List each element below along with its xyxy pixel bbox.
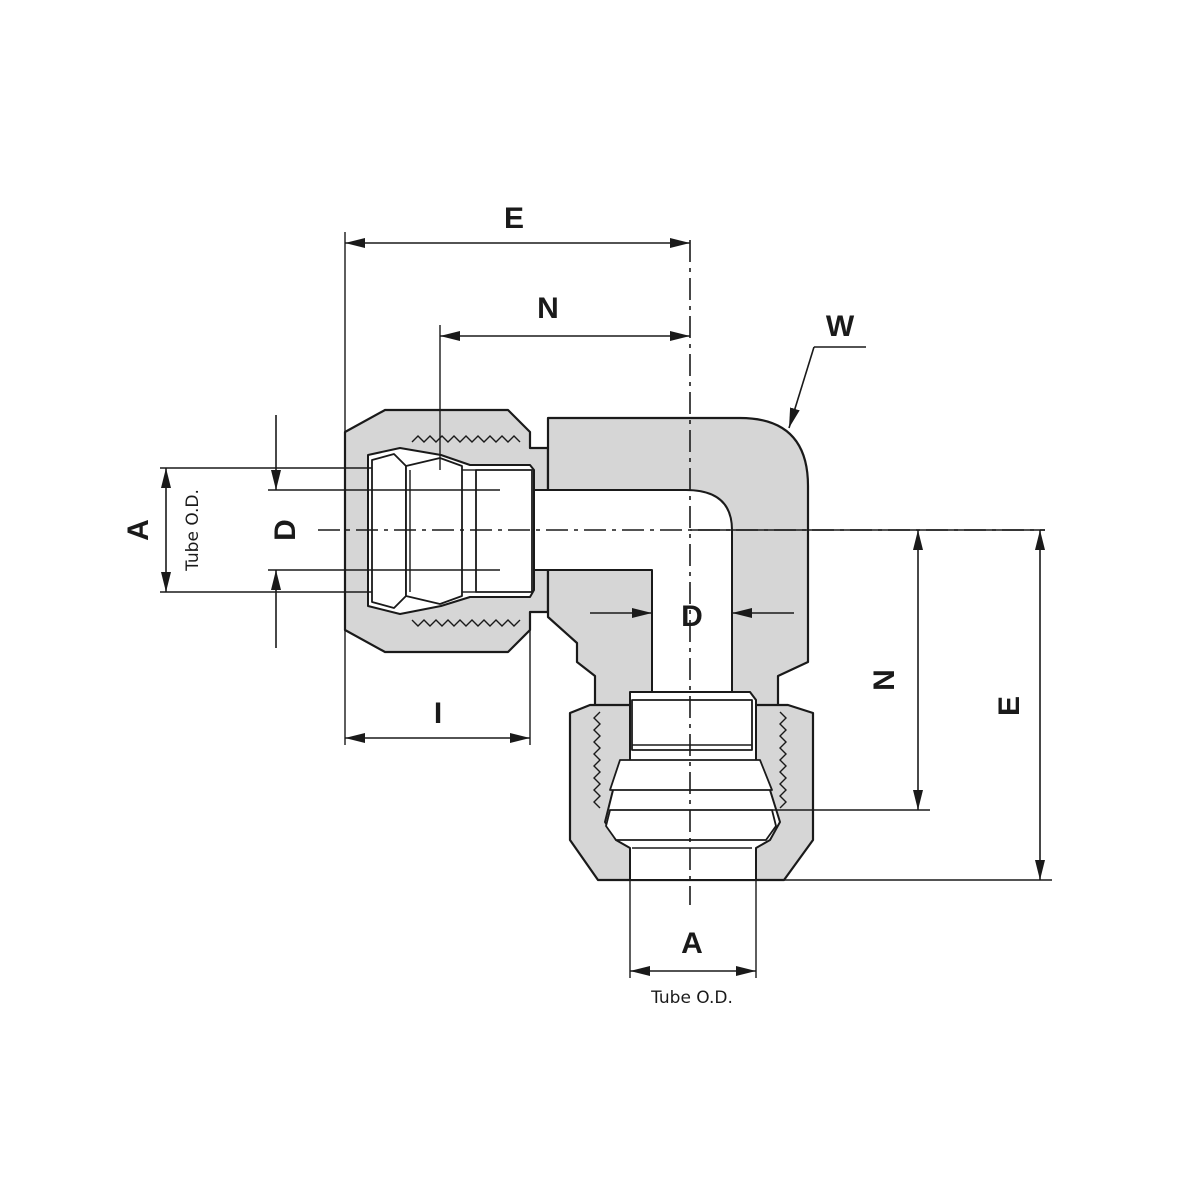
label-d-left: D: [269, 519, 302, 541]
label-n-right: N: [868, 669, 901, 691]
label-a-bottom: A: [681, 927, 703, 960]
label-tube-od-bottom: Tube O.D.: [650, 988, 733, 1008]
labels: E N W A Tube O.D. D D N E I A Tube O.D.: [122, 202, 1026, 1008]
label-e-top: E: [504, 202, 524, 235]
label-d-center: D: [681, 600, 703, 633]
bottom-right-thread: [779, 711, 787, 809]
bottom-front-ferrule: [609, 759, 773, 791]
bottom-tube-end: [631, 699, 753, 751]
left-back-ferrule: [371, 453, 407, 609]
bottom-left-thread: [593, 711, 601, 809]
label-a-left: A: [122, 519, 155, 541]
left-bottom-thread: [411, 619, 521, 627]
label-n-top: N: [537, 292, 559, 325]
elbow-bore: [504, 489, 733, 706]
label-w: W: [826, 310, 855, 343]
left-tube-end: [475, 469, 533, 593]
dimension-lines: [161, 238, 1045, 976]
left-ferrules: [371, 453, 533, 609]
threads: [411, 435, 787, 809]
label-i: I: [434, 697, 442, 730]
label-e-right: E: [993, 696, 1026, 716]
left-top-thread: [411, 435, 521, 443]
label-tube-od-left: Tube O.D.: [183, 489, 203, 572]
left-front-ferrule: [405, 457, 463, 605]
leader-w: [788, 346, 815, 429]
extension-lines: [160, 232, 1052, 978]
bottom-back-ferrule: [605, 809, 777, 841]
bottom-ferrules: [605, 699, 777, 849]
